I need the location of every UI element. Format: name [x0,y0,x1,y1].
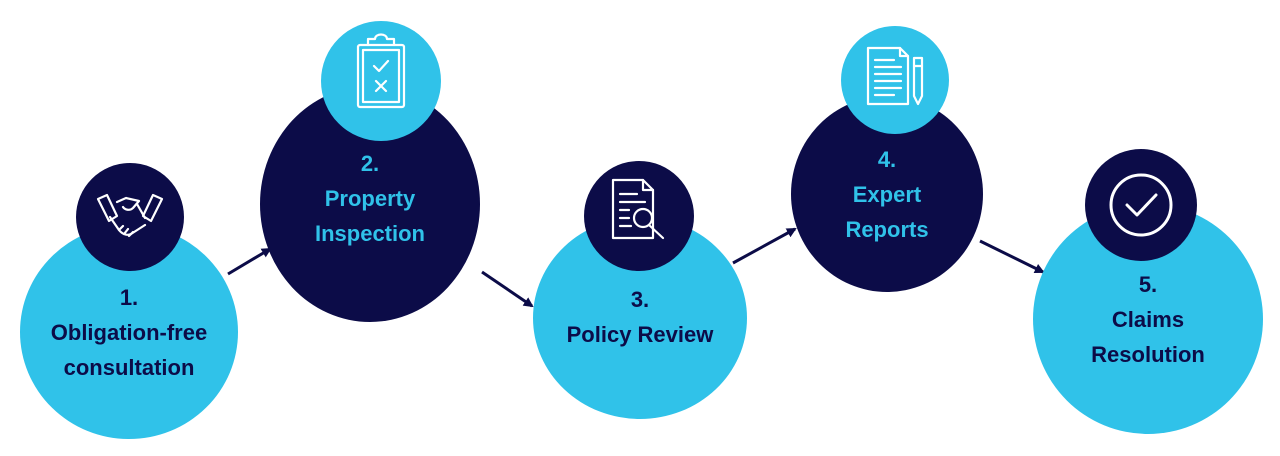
arrow-1-to-2 [227,247,272,276]
step-1-title-line-2: consultation [63,355,195,380]
arrow-2-to-3 [481,270,534,308]
document-pen-icon [866,46,924,106]
step-5-icon-badge [1085,149,1197,261]
step-5-label: 5. Claims Resolution [1033,267,1263,372]
checkmark-circle-icon [1109,173,1173,237]
handshake-icon [96,193,164,238]
step-1-icon-badge [76,163,184,271]
step-4-title-line-1: Expert [852,182,922,207]
clipboard-checklist-icon [356,33,406,109]
step-5-title-line-1: Claims [1111,307,1185,332]
step-3-title-line-1: Policy Review [566,322,714,347]
step-1-title-line-1: Obligation-free [50,320,208,345]
step-2-title-line-2: Inspection [314,221,425,246]
arrow-3-to-4 [732,227,797,265]
step-2-label: 2. Property Inspection [260,146,480,251]
step-2-icon-badge [321,21,441,141]
step-2-number: 2. [360,151,380,176]
step-5-title-line-2: Resolution [1091,342,1205,367]
step-3-number: 3. [630,287,650,312]
step-1-label: 1. Obligation-free consultation [20,280,238,385]
step-1-number: 1. [119,285,139,310]
arrow-4-to-5 [979,239,1045,274]
document-search-icon [611,178,665,240]
step-4-title-line-2: Reports [845,217,929,242]
step-5-number: 5. [1138,272,1158,297]
step-4-label: 4. Expert Reports [791,142,983,247]
step-2-title-line-1: Property [324,186,416,211]
step-4-number: 4. [877,147,897,172]
step-3-label: 3. Policy Review [533,282,747,352]
